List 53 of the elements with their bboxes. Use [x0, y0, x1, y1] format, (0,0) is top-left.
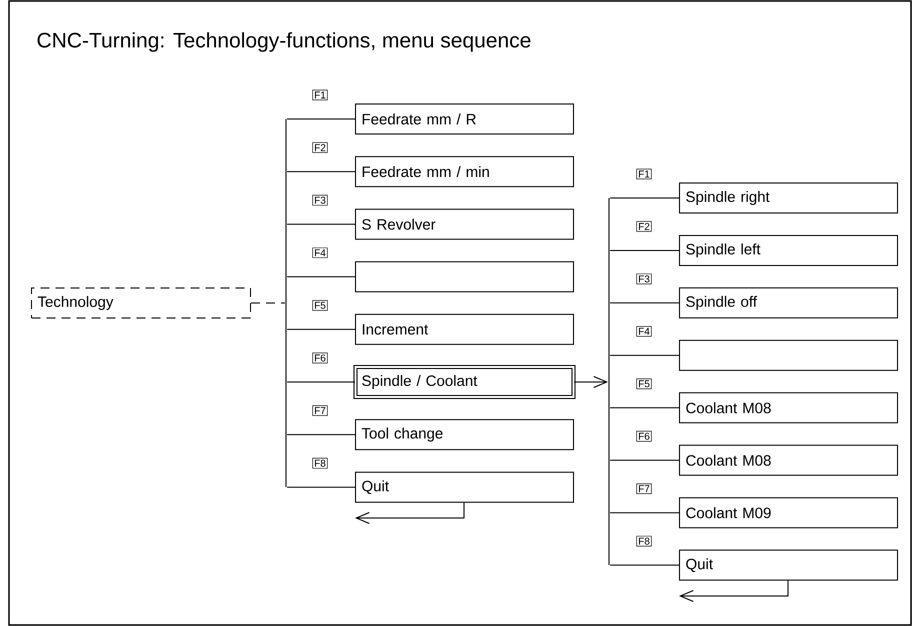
menu-box: Coolant M08	[679, 392, 898, 424]
menu-box: Spindle left	[679, 234, 898, 266]
connector	[610, 302, 680, 304]
connector	[610, 354, 680, 356]
menu-box: Coolant M08	[679, 444, 898, 476]
key-label: F5	[636, 378, 652, 390]
menu-box: Feedrate mm / min	[355, 156, 574, 188]
menu-box: Quit	[679, 550, 898, 581]
connector	[286, 224, 356, 225]
empty-box	[355, 261, 574, 292]
title: CNC-Turning: Technology-functions, menu sequence	[38, 32, 530, 52]
connector	[286, 434, 356, 436]
menu-box: Technology	[31, 288, 251, 318]
key-label: F4	[636, 326, 652, 337]
key-label: F1	[312, 90, 328, 100]
menu-box: Feedrate mm / R	[355, 104, 574, 134]
key-label: F7	[312, 405, 328, 416]
menu-box: Spindle right	[679, 182, 898, 214]
connector	[610, 250, 680, 251]
trunk-line	[608, 198, 610, 565]
menu-box: Coolant M09	[679, 497, 898, 528]
key-label: F2	[636, 221, 652, 232]
menu-box: Increment	[355, 314, 574, 345]
connector	[610, 512, 680, 514]
menu-box: S Revolver	[355, 208, 574, 240]
key-label: F2	[312, 142, 328, 153]
return-arrow	[355, 502, 464, 524]
connector	[286, 328, 356, 330]
menu-box: Spindle / Coolant	[354, 365, 576, 399]
key-label: F4	[312, 248, 328, 258]
return-arrow	[679, 580, 788, 602]
menu-box: Spindle off	[679, 287, 898, 318]
key-label: F8	[312, 458, 328, 469]
connector	[250, 302, 286, 304]
connector	[610, 407, 680, 408]
key-label: F7	[636, 483, 652, 494]
menu-box: Tool change	[355, 419, 574, 450]
connector	[610, 460, 680, 461]
key-label: F8	[636, 536, 652, 546]
key-label: F6	[312, 352, 328, 364]
connector	[286, 486, 356, 488]
empty-box	[679, 340, 898, 371]
key-label: F1	[636, 168, 652, 180]
key-label: F6	[636, 430, 652, 442]
key-label: F3	[636, 274, 652, 284]
connector	[574, 376, 608, 388]
menu-box: Quit	[355, 472, 574, 503]
key-label: F3	[312, 194, 328, 206]
connector	[610, 564, 680, 566]
key-label: F5	[312, 300, 328, 311]
connector	[286, 276, 356, 278]
connector	[286, 118, 356, 120]
connector	[286, 171, 356, 172]
